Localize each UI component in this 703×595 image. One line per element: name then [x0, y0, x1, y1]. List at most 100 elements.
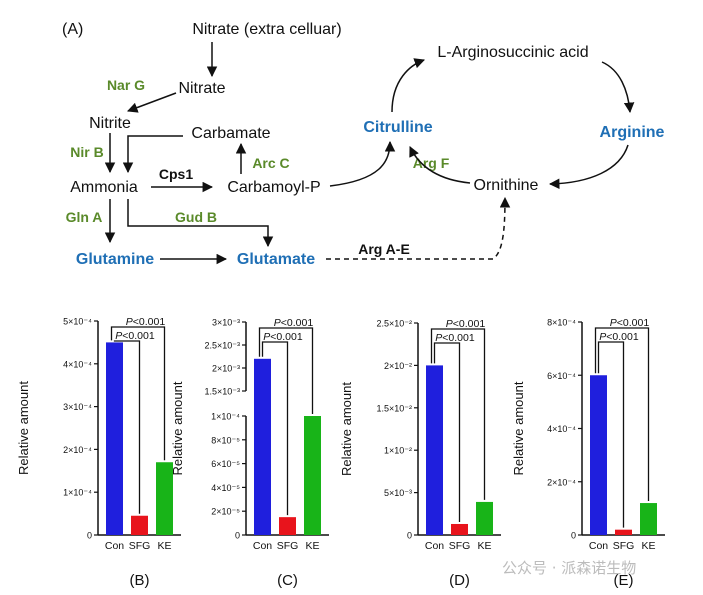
- y-axis-label: Relative amount: [16, 381, 31, 475]
- x-tick-label: Con: [425, 540, 444, 552]
- bar-con: [106, 342, 123, 535]
- node-ammonia: Ammonia: [70, 179, 138, 196]
- x-tick-label: SFG: [129, 540, 151, 552]
- significance-bracket: [261, 341, 289, 516]
- bar-sfg: [279, 517, 296, 535]
- node-carbamoyl-p: Carbamoyl-P: [227, 179, 320, 196]
- enzyme-gud-b: Gud B: [175, 209, 217, 225]
- enzyme-arg-a-e: Arg A-E: [358, 241, 410, 257]
- y-tick-label: 4×10⁻⁴: [63, 359, 92, 369]
- bar-ke: [304, 416, 321, 535]
- y-tick-label: 0: [571, 531, 576, 541]
- node-ornithine: Ornithine: [474, 177, 539, 194]
- y-tick-label: 5×10⁻⁴: [63, 317, 92, 327]
- x-tick-label: KE: [305, 540, 319, 552]
- y-tick-label: 2×10⁻²: [384, 361, 412, 371]
- y-tick-label: 3×10⁻⁴: [63, 402, 92, 412]
- p-value-annotation: P<0.001: [263, 331, 303, 343]
- y-tick-label: 2×10⁻⁴: [63, 445, 92, 455]
- arrow-carbamoyl-to-citrulline: [329, 140, 396, 187]
- p-value-annotation: P<0.001: [435, 332, 475, 344]
- arrow-arginine-to-ornithine: [548, 144, 629, 190]
- node-arginosuccinic-acid: L-Arginosuccinic acid: [437, 44, 588, 61]
- p-value-annotation: P<0.001: [126, 316, 166, 328]
- enzyme-arg-f: Arg F: [413, 155, 450, 171]
- watermark: 公众号 · 派森诺生物: [502, 559, 637, 577]
- panel-label: (E): [614, 572, 634, 589]
- node-nitrate-extracellular: Nitrate (extra celluar): [192, 21, 341, 38]
- y-tick-label: 6×10⁻⁵: [211, 459, 240, 469]
- y-tick-label: 6×10⁻⁴: [547, 371, 576, 381]
- p-value-annotation: P<0.001: [446, 318, 486, 330]
- bar-con: [590, 375, 607, 535]
- bar-ke: [640, 503, 657, 535]
- arrow-arginosuccinic-to-arginine: [601, 61, 635, 114]
- significance-bracket: [597, 341, 625, 528]
- y-tick-label: 1.5×10⁻³: [204, 387, 240, 397]
- significance-bracket: [110, 326, 166, 461]
- arrow-nitrate-to-nitrite: [127, 92, 177, 113]
- arrow-ornithine-to-citrulline: [409, 146, 471, 184]
- y-tick-label: 2×10⁻⁴: [547, 477, 576, 487]
- arrow-citrulline-to-arginosuccinic: [391, 58, 425, 113]
- chart-c: 02×10⁻⁵4×10⁻⁵6×10⁻⁵8×10⁻⁵1×10⁻⁴1.5×10⁻³2…: [170, 317, 329, 589]
- y-tick-label: 2.5×10⁻³: [204, 341, 240, 351]
- enzyme-nar-g: Nar G: [107, 77, 145, 93]
- arrow-carbamate-to-ammonia: [122, 135, 183, 174]
- significance-bracket: [258, 327, 314, 414]
- bar-sfg: [131, 515, 148, 535]
- y-tick-label: 5×10⁻³: [384, 488, 412, 498]
- y-tick-label: 1×10⁻⁴: [211, 412, 240, 422]
- y-tick-label: 1×10⁻²: [384, 446, 412, 456]
- p-value-annotation: P<0.001: [610, 317, 650, 329]
- x-tick-label: Con: [253, 540, 272, 552]
- panel-label: (B): [130, 572, 150, 589]
- bar-ke: [156, 462, 173, 535]
- enzyme-cps1: Cps1: [159, 166, 193, 182]
- y-tick-label: 1.5×10⁻²: [376, 403, 412, 413]
- arrow-glutamate-to-ornithine: [326, 196, 511, 260]
- p-value-annotation: P<0.001: [274, 317, 314, 329]
- chart-b: 0 1×10⁻⁴ 2×10⁻⁴ 3×10⁻⁴ 4×10⁻⁴ 5×10⁻⁴ Relative …: [16, 316, 181, 589]
- p-value-annotation: P<0.001: [599, 331, 639, 343]
- x-tick-label: SFG: [613, 540, 635, 552]
- x-tick-label: Con: [589, 540, 608, 552]
- y-tick-label: 0: [407, 531, 412, 541]
- y-tick-label: 2×10⁻⁵: [211, 507, 240, 517]
- y-tick-label: 8×10⁻⁴: [547, 318, 576, 328]
- y-axis-label: Relative amount: [339, 382, 354, 476]
- y-tick-label: 2×10⁻³: [212, 364, 240, 374]
- chart-d: 05×10⁻³1×10⁻²1.5×10⁻²2×10⁻²2.5×10⁻²Relat…: [339, 318, 501, 589]
- enzyme-arc-c: Arc C: [252, 155, 289, 171]
- node-carbamate: Carbamate: [191, 125, 270, 142]
- x-tick-label: SFG: [277, 540, 299, 552]
- panel-label: (C): [277, 572, 298, 589]
- x-tick-label: Con: [105, 540, 124, 552]
- bar-chart-panels: 0 1×10⁻⁴ 2×10⁻⁴ 3×10⁻⁴ 4×10⁻⁴ 5×10⁻⁴ Relative …: [16, 316, 665, 589]
- node-citrulline: Citrulline: [363, 119, 432, 136]
- y-tick-label: 1×10⁻⁴: [63, 488, 92, 498]
- node-nitrate: Nitrate: [178, 80, 225, 97]
- node-nitrite: Nitrite: [89, 115, 131, 132]
- y-tick-label: 0: [87, 531, 92, 541]
- x-tick-label: KE: [477, 540, 491, 552]
- significance-bracket: [594, 327, 650, 502]
- pathway-diagram: (A) Nitrate (extra celluar) Nitrate Nitr…: [62, 21, 665, 268]
- bar-sfg: [451, 523, 468, 535]
- bar-con: [426, 365, 443, 535]
- node-glutamate: Glutamate: [237, 251, 315, 268]
- significance-bracket: [430, 328, 486, 500]
- y-tick-label: 0: [235, 531, 240, 541]
- y-tick-label: 3×10⁻³: [212, 318, 240, 328]
- x-tick-label: SFG: [449, 540, 471, 552]
- bar-sfg: [615, 529, 632, 535]
- x-tick-label: KE: [157, 540, 171, 552]
- arrow-ammonia-to-glutamate: [127, 199, 274, 248]
- significance-bracket: [433, 342, 461, 522]
- panel-a-label: (A): [62, 21, 83, 38]
- p-value-annotation: P<0.001: [115, 330, 155, 342]
- enzyme-gln-a: Gln A: [66, 209, 103, 225]
- y-axis-label: Relative amount: [511, 381, 526, 475]
